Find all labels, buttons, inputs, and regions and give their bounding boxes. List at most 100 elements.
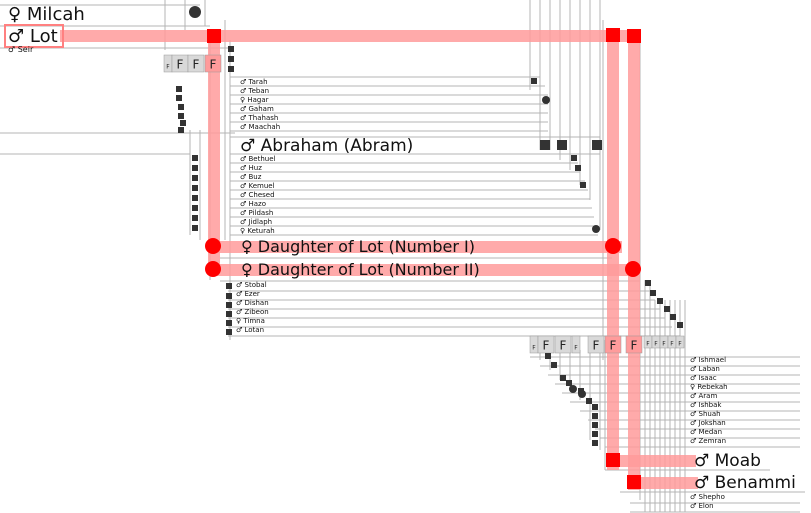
- person-label-dishan[interactable]: ♂ Dishan: [236, 299, 269, 307]
- person-label-huz[interactable]: ♂ Huz: [240, 164, 262, 172]
- person-label-rebekah[interactable]: ♀ Rebekah: [690, 383, 728, 391]
- person-label-medan[interactable]: ♂ Medan: [690, 428, 722, 436]
- person-label-pildash[interactable]: ♂ Pildash: [240, 209, 273, 217]
- person-label-hagar[interactable]: ♀ Hagar: [240, 96, 269, 104]
- family-marker-box: [625, 335, 643, 354]
- person-node: [176, 95, 182, 101]
- person-label-shuah[interactable]: ♂ Shuah: [690, 410, 721, 418]
- family-marker-label: F: [678, 340, 682, 347]
- person-label-ishmael[interactable]: ♂ Ishmael: [690, 356, 726, 364]
- person-node: [226, 283, 232, 289]
- person-node: [189, 6, 201, 18]
- person-label-timna[interactable]: ♀ Timna: [236, 317, 265, 325]
- family-marker-label: F: [631, 338, 638, 352]
- person-label-keturah[interactable]: ♀ Keturah: [240, 227, 275, 235]
- person-node: [677, 322, 683, 328]
- lot-node: [627, 29, 641, 43]
- person-label-zemran[interactable]: ♂ Zemran: [690, 437, 726, 445]
- person-label-tarah[interactable]: ♂ Tarah: [240, 78, 268, 86]
- person-label-chesed[interactable]: ♂ Chesed: [240, 191, 275, 199]
- person-node: [575, 165, 581, 171]
- person-label-teban[interactable]: ♂ Teban: [240, 87, 269, 95]
- person-label-maachah[interactable]: ♂ Maachah: [240, 123, 280, 131]
- person-node: [664, 306, 670, 312]
- person-label-abraham[interactable]: ♂ Abraham (Abram): [240, 136, 413, 156]
- connection-nodes: [176, 6, 683, 489]
- person-node: [557, 140, 567, 150]
- person-label-shepho[interactable]: ♂ Shepho: [690, 493, 725, 501]
- person-label-ishbak[interactable]: ♂ Ishbak: [690, 401, 722, 409]
- person-node: [569, 385, 577, 393]
- person-label-gaham[interactable]: ♂ Gaham: [240, 105, 274, 113]
- person-label-daughter-of-lot-2[interactable]: ♀ Daughter of Lot (Number II): [241, 260, 480, 279]
- family-marker-label: F: [662, 340, 666, 347]
- family-marker-box: [187, 54, 205, 73]
- person-node: [192, 205, 198, 211]
- lot-node: [606, 28, 620, 42]
- person-label-milcah[interactable]: ♀ Milcah: [8, 4, 85, 25]
- person-node: [192, 165, 198, 171]
- family-marker-label: F: [610, 338, 617, 352]
- highlight-path: [60, 30, 698, 490]
- person-label-hazo[interactable]: ♂ Hazo: [240, 200, 266, 208]
- highlight-band: [606, 455, 696, 467]
- person-node: [586, 398, 592, 404]
- family-marker-box: [554, 335, 572, 354]
- person-label-lotan[interactable]: ♂ Lotan: [236, 326, 264, 334]
- family-marker-label: F: [177, 57, 184, 71]
- person-node: [178, 113, 184, 119]
- person-node: [228, 46, 234, 52]
- family-marker-box: [675, 335, 685, 349]
- person-node: [580, 182, 586, 188]
- person-label-isaac[interactable]: ♂ Isaac: [690, 374, 717, 382]
- family-marker-label: F: [543, 338, 550, 352]
- person-node: [592, 422, 598, 428]
- person-node: [226, 293, 232, 299]
- person-node: [192, 185, 198, 191]
- person-label-lot[interactable]: ♂ Lot: [8, 26, 58, 47]
- person-label-seir[interactable]: ♂ Seir: [8, 45, 34, 54]
- family-marker-label: F: [210, 57, 217, 71]
- person-label-stobal[interactable]: ♂ Stobal: [236, 281, 267, 289]
- person-label-jidlaph[interactable]: ♂ Jidlaph: [240, 218, 272, 226]
- person-node: [531, 78, 537, 84]
- person-node: [226, 302, 232, 308]
- person-node: [560, 375, 566, 381]
- person-node: [180, 120, 186, 126]
- highlight-band: [60, 30, 635, 42]
- person-label-daughter-of-lot-1[interactable]: ♀ Daughter of Lot (Number I): [241, 237, 475, 256]
- person-label-zibeon[interactable]: ♂ Zibeon: [236, 308, 269, 316]
- person-node: [178, 104, 184, 110]
- person-label-laban[interactable]: ♂ Laban: [690, 365, 720, 373]
- person-label-moab[interactable]: ♂ Moab: [694, 451, 761, 471]
- family-marker-label: F: [166, 63, 170, 70]
- person-label-ezer[interactable]: ♂ Ezer: [236, 290, 260, 298]
- person-node: [178, 127, 184, 133]
- person-label-buz[interactable]: ♂ Buz: [240, 173, 262, 181]
- person-node: [592, 431, 598, 437]
- highlight-band: [628, 30, 640, 490]
- person-node: [578, 390, 586, 398]
- person-node: [192, 215, 198, 221]
- person-label-jokshan[interactable]: ♂ Jokshan: [690, 419, 726, 427]
- person-label-aram[interactable]: ♂ Aram: [690, 392, 717, 400]
- person-label-thahash[interactable]: ♂ Thahash: [240, 114, 278, 122]
- person-label-benammi[interactable]: ♂ Benammi: [694, 473, 796, 493]
- person-node: [592, 225, 600, 233]
- person-node: [226, 329, 232, 335]
- person-node: [566, 380, 572, 386]
- person-label-bethuel[interactable]: ♂ Bethuel: [240, 155, 276, 163]
- person-node: [226, 311, 232, 317]
- person-node: [657, 298, 663, 304]
- person-node: [592, 413, 598, 419]
- person-label-elon[interactable]: ♂ Elon: [690, 502, 714, 510]
- person-node: [192, 175, 198, 181]
- person-node: [592, 404, 598, 410]
- benammi-node: [627, 475, 641, 489]
- highlight-band: [628, 477, 698, 489]
- family-marker-box: [204, 54, 222, 73]
- family-marker-box: [604, 335, 622, 354]
- person-label-kemuel[interactable]: ♂ Kemuel: [240, 182, 275, 190]
- person-node: [571, 155, 577, 161]
